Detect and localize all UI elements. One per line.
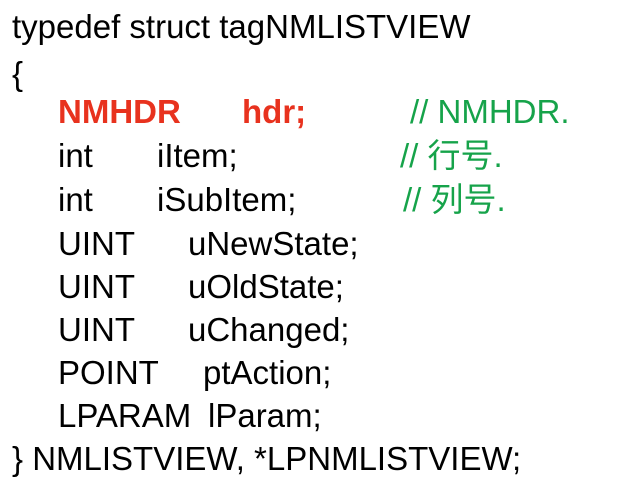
member-comment-iitem: // 行号. <box>400 137 503 174</box>
open-brace: { <box>12 55 24 92</box>
member-type-uint: UINT <box>58 268 135 305</box>
closing-typedef-line: } NMLISTVIEW, *LPNMLISTVIEW; <box>12 440 522 477</box>
member-name-isubitem: iSubItem; <box>157 181 297 218</box>
member-type-int: int <box>58 181 93 218</box>
member-type-int: int <box>58 137 93 174</box>
member-type-uint: UINT <box>58 311 135 348</box>
member-name-ptaction: ptAction; <box>203 354 332 391</box>
member-name-hdr: hdr; <box>242 93 307 130</box>
member-name-uchanged: uChanged; <box>188 311 350 348</box>
member-name-uoldstate: uOldState; <box>188 268 344 305</box>
member-comment-hdr: // NMHDR. <box>410 93 570 130</box>
typedef-line: typedef struct tagNMLISTVIEW <box>12 8 471 45</box>
member-name-lparam: lParam; <box>208 397 322 434</box>
member-type-lparam: LPARAM <box>58 397 192 434</box>
member-type-point: POINT <box>58 354 159 391</box>
member-comment-isubitem: // 列号. <box>403 181 506 218</box>
member-type-uint: UINT <box>58 225 135 262</box>
member-name-unewstate: uNewState; <box>188 225 359 262</box>
member-name-iitem: iItem; <box>157 137 238 174</box>
member-type-nmhdr: NMHDR <box>58 93 181 130</box>
